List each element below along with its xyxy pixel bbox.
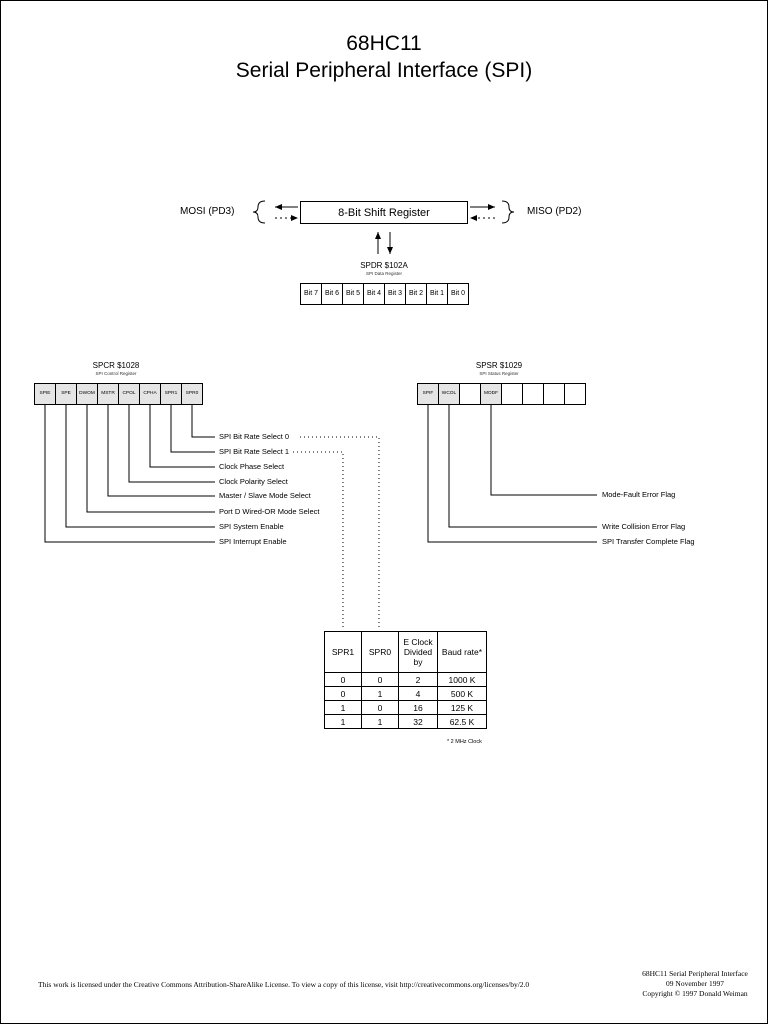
table-cell: 0 [361, 672, 399, 687]
spcr-name: SPCR $1028 [92, 361, 140, 370]
table-cell: 0 [324, 686, 362, 701]
spsr-desc: Mode-Fault Error Flag [602, 490, 676, 499]
baud-rate-table: SPR1 SPR0 E Clock Divided by Baud rate* … [324, 631, 487, 729]
table-row: 0 0 2 1000 K [324, 672, 487, 687]
table-cell: 1 [361, 686, 399, 701]
spcr-bit-spr0: SPR0 [182, 384, 202, 404]
spdr-bit: Bit 6 [322, 284, 343, 304]
table-cell: 0 [324, 672, 362, 687]
spcr-bit-dwom: DWOM [77, 384, 98, 404]
table-header: E Clock Divided by [398, 631, 438, 673]
mosi-label: MOSI (PD3) [180, 206, 235, 217]
spsr-bit-empty [460, 384, 481, 404]
spdr-register: Bit 7 Bit 6 Bit 5 Bit 4 Bit 3 Bit 2 Bit … [300, 283, 469, 305]
spcr-desc: Port D Wired-OR Mode Select [219, 507, 320, 516]
spsr-subtitle: SPI Status Register [479, 371, 519, 376]
table-row: 0 1 4 500 K [324, 686, 487, 701]
spcr-desc: SPI Bit Rate Select 0 [219, 432, 290, 441]
table-cell: 62.5 K [437, 714, 487, 729]
spdr-name: SPDR $102A [360, 261, 408, 270]
spcr-desc: Clock Polarity Select [219, 477, 288, 486]
table-cell: 1 [361, 714, 399, 729]
table-header: Baud rate* [437, 631, 487, 673]
table-cell: 0 [361, 700, 399, 715]
page-subtitle: Serial Peripheral Interface (SPI) [235, 59, 533, 82]
spdr-bit: Bit 3 [385, 284, 406, 304]
page-title: 68HC11 [346, 32, 422, 55]
spsr-desc: SPI Transfer Complete Flag [602, 537, 695, 546]
doc-info: 68HC11 Serial Peripheral Interface 09 No… [620, 969, 768, 999]
spdr-bit: Bit 5 [343, 284, 364, 304]
table-note: * 2 MHz Clock [447, 739, 482, 745]
spcr-desc: SPI Bit Rate Select 1 [219, 447, 290, 456]
spcr-bit-spie: SPIE [35, 384, 56, 404]
spdr-bit: Bit 2 [406, 284, 427, 304]
table-cell: 1 [324, 714, 362, 729]
spsr-register: SPIF WCOL MODF [417, 383, 586, 405]
table-cell: 125 K [437, 700, 487, 715]
spcr-desc: SPI Interrupt Enable [219, 537, 287, 546]
doc-date: 09 November 1997 [666, 979, 724, 988]
spdr-bit: Bit 4 [364, 284, 385, 304]
spcr-bit-cpha: CPHA [140, 384, 161, 404]
spsr-desc: Write Collision Error Flag [602, 522, 686, 531]
spsr-bit-modf: MODF [481, 384, 502, 404]
spdr-bit: Bit 0 [450, 290, 465, 297]
table-cell: 2 [398, 672, 438, 687]
spcr-bit-cpol: CPOL [119, 384, 140, 404]
spsr-bit-empty [502, 384, 523, 404]
spcr-bit-mstr: MSTR [98, 384, 119, 404]
spdr-bit: Bit 7 [301, 284, 322, 304]
table-row: 1 1 32 62.5 K [324, 714, 487, 729]
table-cell: 4 [398, 686, 438, 701]
spcr-bit-spe: SPE [56, 384, 77, 404]
license-text: This work is licensed under the Creative… [38, 980, 530, 989]
spdr-bit: Bit 1 [427, 284, 448, 304]
spcr-desc: Clock Phase Select [219, 462, 285, 471]
table-header: SPR1 [324, 631, 362, 673]
table-cell: 1000 K [437, 672, 487, 687]
table-cell: 32 [398, 714, 438, 729]
spsr-bit-wcol: WCOL [439, 384, 460, 404]
miso-label: MISO (PD2) [527, 206, 582, 217]
spcr-desc: Master / Slave Mode Select [219, 491, 311, 500]
spsr-bit-spif: SPIF [418, 384, 439, 404]
spcr-subtitle: SPI Control Register [95, 371, 137, 376]
shift-register-box: 8-Bit Shift Register [300, 201, 468, 224]
table-header: SPR0 [361, 631, 399, 673]
spcr-register: SPIE SPE DWOM MSTR CPOL CPHA SPR1 SPR0 [34, 383, 203, 405]
spcr-bit-spr1: SPR1 [161, 384, 182, 404]
spsr-name: SPSR $1029 [475, 361, 523, 370]
spsr-bit-empty [523, 384, 544, 404]
spcr-desc: SPI System Enable [219, 522, 284, 531]
spsr-bit-empty [544, 384, 565, 404]
spdr-subtitle: SPI Data Register [365, 271, 402, 276]
table-cell: 1 [324, 700, 362, 715]
doc-copyright: Copyright © 1997 Donald Weiman [642, 989, 748, 998]
mosi-brace [252, 200, 266, 224]
doc-title: 68HC11 Serial Peripheral Interface [642, 969, 748, 978]
table-cell: 16 [398, 700, 438, 715]
table-row: 1 0 16 125 K [324, 700, 487, 715]
table-cell: 500 K [437, 686, 487, 701]
miso-brace [501, 200, 515, 224]
spsr-bit-empty [565, 384, 585, 404]
